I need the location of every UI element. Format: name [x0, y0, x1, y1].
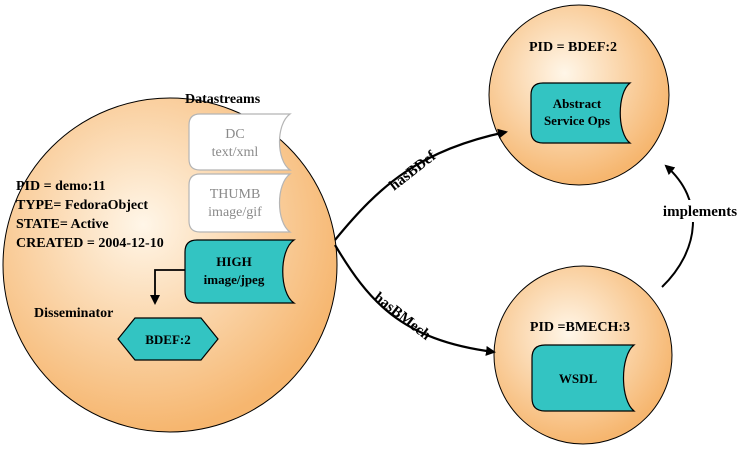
hasbmech-arrow [334, 244, 496, 356]
bdef-service-shape [530, 82, 632, 144]
disseminator-shape [117, 317, 219, 361]
main-object: Datastreams DC text/xml THUMB image/gif … [2, 92, 338, 433]
datastream-high-id: HIGH [216, 254, 251, 269]
bmech-object: PID =BMECH:3 WSDL [493, 265, 673, 445]
bdef-service-box[interactable]: Abstract Service Ops [530, 82, 632, 144]
bmech-wsdl-box[interactable]: WSDL [531, 344, 636, 412]
datastreams-heading: Datastreams [185, 92, 261, 107]
datastream-high[interactable]: HIGH image/jpeg [184, 239, 296, 304]
high-to-disseminator-arrow [150, 269, 185, 305]
bdef-service-line1: Abstract [553, 96, 602, 111]
datastream-dc-mime: text/xml [212, 145, 259, 160]
disseminator-hexagon[interactable]: BDEF:2 [117, 317, 219, 361]
main-object-circle [2, 97, 338, 433]
bdef-pid: PID = BDEF:2 [529, 40, 617, 55]
datastream-dc[interactable]: DC text/xml [188, 113, 292, 171]
bmech-wsdl-label: WSDL [559, 371, 598, 386]
implements-label: implements [663, 204, 737, 220]
bdef-object: PID = BDEF:2 Abstract Service Ops [488, 4, 670, 186]
datastream-thumb-id: THUMB [210, 187, 261, 202]
datastream-thumb[interactable]: THUMB image/gif [188, 173, 292, 233]
hasbdef-label: hasBDef [387, 148, 440, 195]
bmech-wsdl-shape [531, 344, 636, 412]
datastream-dc-shape [188, 113, 292, 171]
datastream-high-shape [184, 239, 296, 304]
object-state: STATE= Active [16, 217, 109, 232]
implements-label-bg [652, 200, 748, 222]
datastream-high-mime: image/jpeg [204, 272, 265, 287]
disseminator-label: Disseminator [34, 306, 113, 321]
disseminator-value: BDEF:2 [145, 332, 191, 347]
hasbmech-label: hasBMech [371, 290, 435, 345]
datastream-thumb-mime: image/gif [208, 205, 262, 220]
datastream-thumb-shape [188, 173, 292, 233]
datastream-dc-id: DC [225, 127, 244, 142]
object-created: CREATED = 2004-12-10 [16, 236, 164, 251]
hasbdef-arrow [334, 128, 508, 241]
object-type: TYPE= FedoraObject [16, 198, 148, 213]
bmech-pid: PID =BMECH:3 [530, 320, 630, 335]
object-pid: PID = demo:11 [16, 179, 106, 194]
implements-arrow [661, 164, 694, 288]
bdef-service-line2: Service Ops [544, 113, 610, 128]
